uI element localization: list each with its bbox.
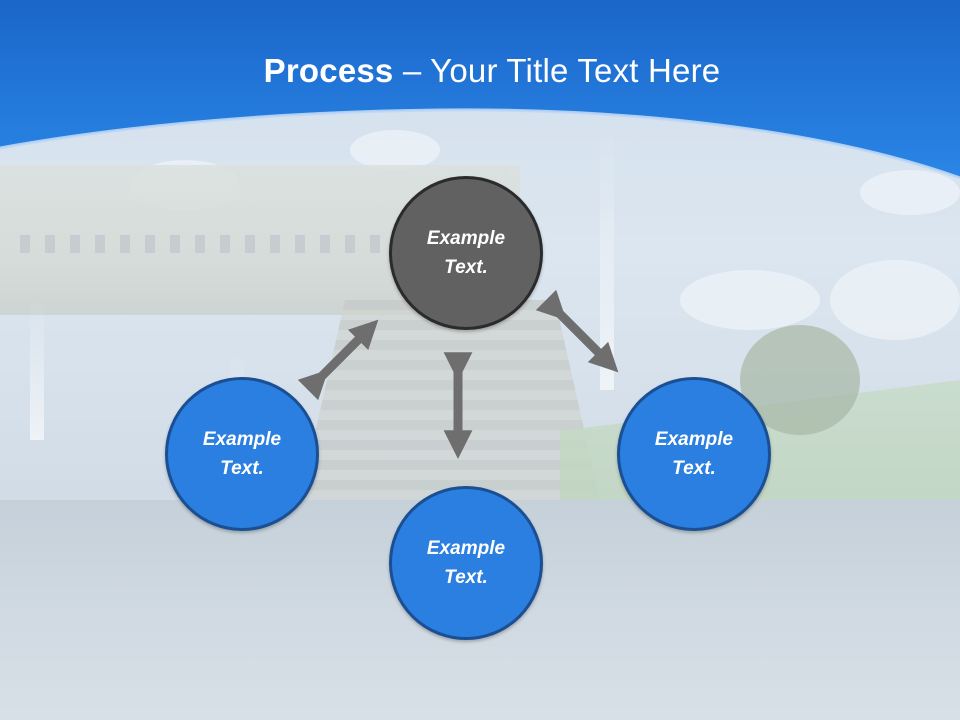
slide-title: Process – Your Title Text Here [0, 52, 960, 90]
node-left-line2: Text. [220, 458, 264, 479]
cloud [350, 130, 440, 170]
node-left: Example Text. [165, 377, 319, 531]
cloud [830, 260, 960, 340]
fountain-jet [30, 300, 44, 440]
node-top-line1: Example [426, 228, 506, 249]
arrow-top-left [297, 319, 379, 401]
node-right-line1: Example [654, 429, 734, 450]
arrow-top-right [535, 289, 619, 373]
node-left-line1: Example [202, 429, 282, 450]
node-right: Example Text. [617, 377, 771, 531]
title-bold: Process [263, 52, 394, 89]
cloud [860, 170, 960, 215]
node-bottom: Example Text. [389, 486, 543, 640]
header-band [0, 0, 960, 180]
node-bottom-line2: Text. [444, 567, 488, 588]
node-top-line2: Text. [444, 257, 488, 278]
node-right-line2: Text. [672, 458, 716, 479]
title-rest: – Your Title Text Here [393, 52, 721, 89]
node-top: Example Text. [389, 176, 543, 330]
cloud [680, 270, 820, 330]
node-bottom-line1: Example [426, 538, 506, 559]
